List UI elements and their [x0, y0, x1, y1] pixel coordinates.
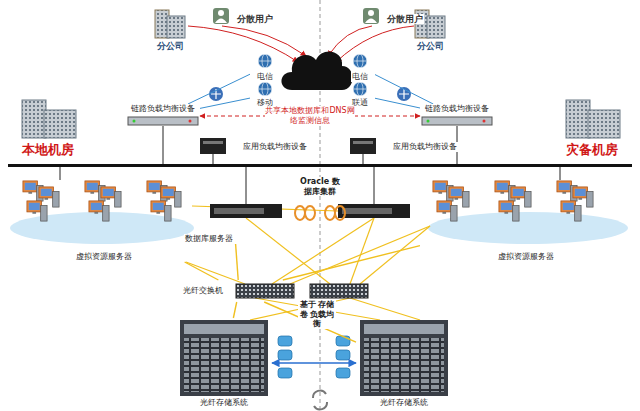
node-label: 光纤存储系统 [199, 398, 249, 408]
node-label: 光纤存储系统 [379, 398, 429, 408]
node-label: 分散用户 [386, 14, 424, 25]
node-label: 分公司 [156, 41, 185, 52]
node-label: 链路负载均衡设备 [130, 104, 196, 114]
connector [236, 244, 239, 280]
branch-office: 分公司 [410, 6, 450, 52]
connector [375, 75, 433, 104]
annotation: 基于 存储卷 负载均衡 [298, 300, 336, 329]
node-label: 灾备机房 [565, 142, 619, 158]
database-server: 数据库服务器 [184, 200, 284, 244]
node-label: 电信 [351, 72, 369, 82]
user-group: 分散用户 [362, 6, 424, 32]
branch-office: 分公司 [150, 6, 190, 52]
storage-system: 光纤存储系统 [356, 318, 452, 408]
isp-link: 移动 [250, 82, 280, 108]
annotation: Oracle 数据库集群 [297, 177, 343, 196]
server-cluster: 虚拟资源服务器 [420, 176, 632, 262]
node-label: 电信 [256, 72, 274, 82]
connector [233, 302, 236, 318]
node-label: 分公司 [416, 41, 445, 52]
node-label: 虚拟资源服务器 [497, 252, 555, 262]
node-label: 应用负载均衡设备 [392, 142, 458, 152]
data-centre: 本地机房 [12, 92, 84, 158]
connector [200, 98, 250, 108]
link-load-balancer: 链路负载均衡设备 [126, 104, 200, 128]
node-label: 应用负载均衡设备 [242, 142, 308, 152]
server-cluster: 虚拟资源服务器 [14, 176, 194, 262]
node-label: 光纤交换机 [182, 286, 224, 296]
connector [272, 362, 356, 363]
node-label: 链路负载均衡设备 [424, 104, 490, 114]
isp-link: 电信 [345, 52, 375, 82]
app-load-balancer: 应用负载均衡设备 [196, 136, 308, 158]
node-label: 数据库服务器 [184, 234, 234, 244]
node-label: 分散用户 [236, 14, 274, 25]
connector [185, 262, 219, 280]
data-centre: 灾备机房 [556, 92, 628, 158]
fibre-switch: 光纤交换机 [182, 280, 296, 302]
isp-link: 电信 [250, 52, 280, 82]
connector [375, 98, 420, 108]
user-group: 分散用户 [212, 6, 274, 32]
node-label: 虚拟资源服务器 [75, 252, 133, 262]
app-load-balancer: 应用负载均衡设备 [346, 136, 458, 158]
node-label: 本地机房 [21, 142, 75, 158]
storage-system: 光纤存储系统 [176, 318, 272, 408]
link-load-balancer: 链路负载均衡设备 [420, 104, 494, 128]
connector [283, 246, 420, 280]
edge-label: 共享本地数据库和DNS网络监测信息 [265, 106, 355, 125]
isp-link: 联通 [345, 82, 375, 108]
